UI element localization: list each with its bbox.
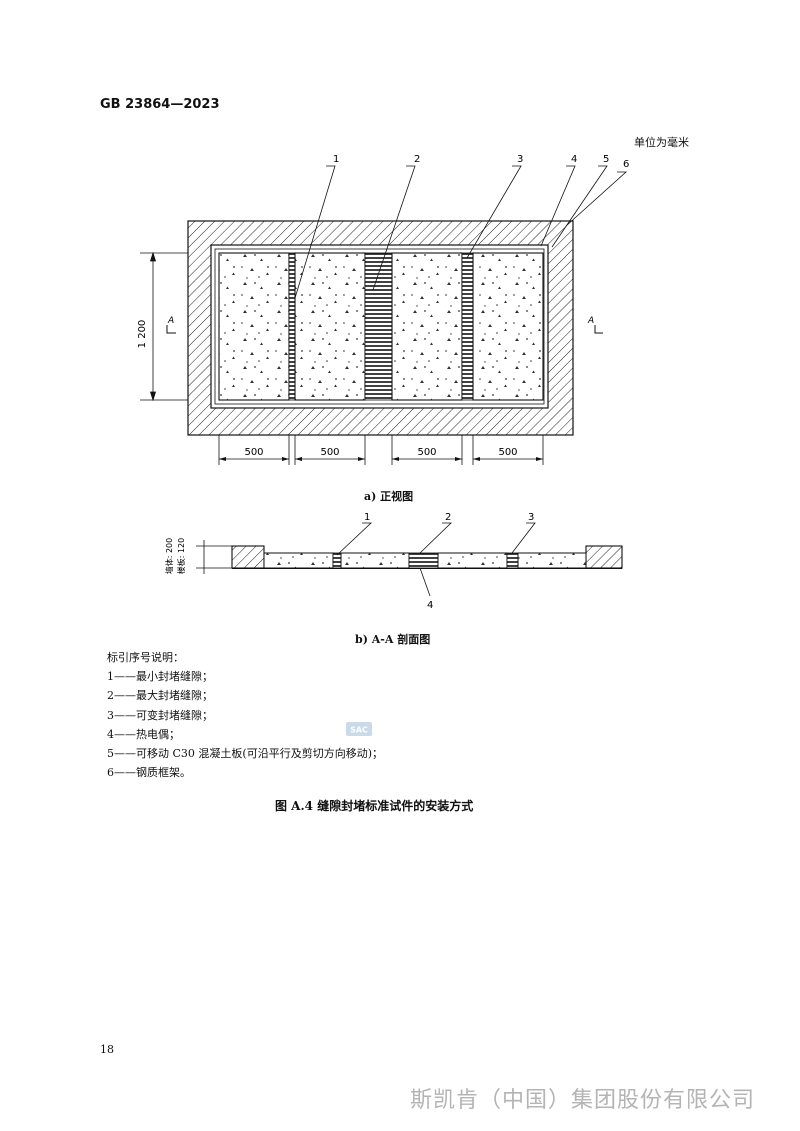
- legend-item: 2——最大封堵缝隙；: [107, 689, 213, 703]
- legend-item: 5——可移动 C30 混凝土板(可沿平行及剪切方向移动)；: [107, 747, 383, 761]
- callout-4: 4: [571, 154, 577, 165]
- page-number: 18: [100, 1043, 114, 1056]
- legend-item: 6——钢质框架。: [107, 766, 191, 780]
- section-callout-2: 2: [445, 512, 451, 523]
- section-leaders: [336, 522, 536, 597]
- figure-title: 图 A.4 缝隙封堵标准试件的安装方式: [275, 799, 474, 813]
- section-base-line: [232, 568, 622, 569]
- section-marks: [166, 325, 603, 334]
- width-dim-4: 500: [498, 447, 517, 458]
- height-dim-label: 1 200: [137, 320, 148, 349]
- section-variable-gap: [506, 552, 519, 569]
- section-min-gap: [332, 552, 342, 569]
- wall-thickness-label: 墙体: 200: [164, 538, 174, 575]
- height-dimension: [140, 251, 188, 402]
- section-mark-left: A: [167, 316, 174, 326]
- figure-diagram: 1 2 3 4 5 6 1 200 A A: [137, 154, 629, 611]
- min-seal-gap: [288, 252, 296, 401]
- max-seal-gap: [364, 252, 393, 401]
- caption-front-view: a) 正视图: [364, 490, 414, 503]
- legend-heading: 标引序号说明：: [107, 651, 184, 664]
- unit-note: 单位为毫米: [634, 136, 689, 149]
- width-dim-arrows: [219, 457, 543, 461]
- section-thickness-dims: [196, 540, 232, 574]
- caption-section-view: b) A-A 剖面图: [355, 633, 431, 646]
- legend-item: 4——热电偶；: [107, 727, 180, 741]
- section-callout-3: 3: [528, 512, 534, 523]
- width-dim-1: 500: [244, 447, 263, 458]
- callout-6: 6: [623, 159, 629, 170]
- section-slab: [517, 552, 587, 569]
- section-callout-1: 1: [364, 512, 370, 523]
- callout-3: 3: [517, 154, 523, 165]
- wall-right: [585, 545, 623, 569]
- width-dim-3: 500: [417, 447, 436, 458]
- callout-leaders: [294, 165, 628, 299]
- front-view: 1 2 3 4 5 6 1 200 A A: [137, 154, 629, 465]
- section-mark-right: A: [587, 316, 594, 326]
- variable-seal-gap: [461, 252, 474, 401]
- legend: 标引序号说明： 1——最小封堵缝隙； 2——最大封堵缝隙； 3——可变封堵缝隙；…: [107, 648, 383, 782]
- width-dim-2: 500: [320, 447, 339, 458]
- inner-frame-line: [214, 248, 545, 405]
- concrete-slab: [391, 252, 463, 401]
- wall-left: [231, 545, 265, 569]
- width-dimensions: [218, 435, 544, 465]
- section-slab: [437, 552, 508, 569]
- sac-logo-text: SAC: [350, 726, 368, 735]
- watermark: 斯凯肯（中国）集团股份有限公司: [410, 1088, 756, 1113]
- callout-5: 5: [603, 154, 609, 165]
- concrete-slab: [472, 252, 544, 401]
- section-callout-4: 4: [427, 600, 433, 611]
- standard-code: GB 23864—2023: [100, 97, 220, 112]
- legend-item: 3——可变封堵缝隙；: [107, 708, 213, 722]
- legend-item: 1——最小封堵缝隙；: [107, 670, 213, 684]
- section-slab: [263, 552, 334, 569]
- concrete-slab: [218, 252, 290, 401]
- sac-logo: SAC: [346, 722, 372, 736]
- callout-2: 2: [414, 154, 420, 165]
- concrete-slab: [294, 252, 366, 401]
- slab-thickness-label: 楼板: 120: [176, 538, 186, 575]
- section-max-gap: [408, 552, 439, 569]
- callout-1: 1: [333, 154, 339, 165]
- section-slab: [340, 552, 410, 569]
- section-view: 1 2 3 4 墙体: 200 楼板: 120: [164, 512, 623, 611]
